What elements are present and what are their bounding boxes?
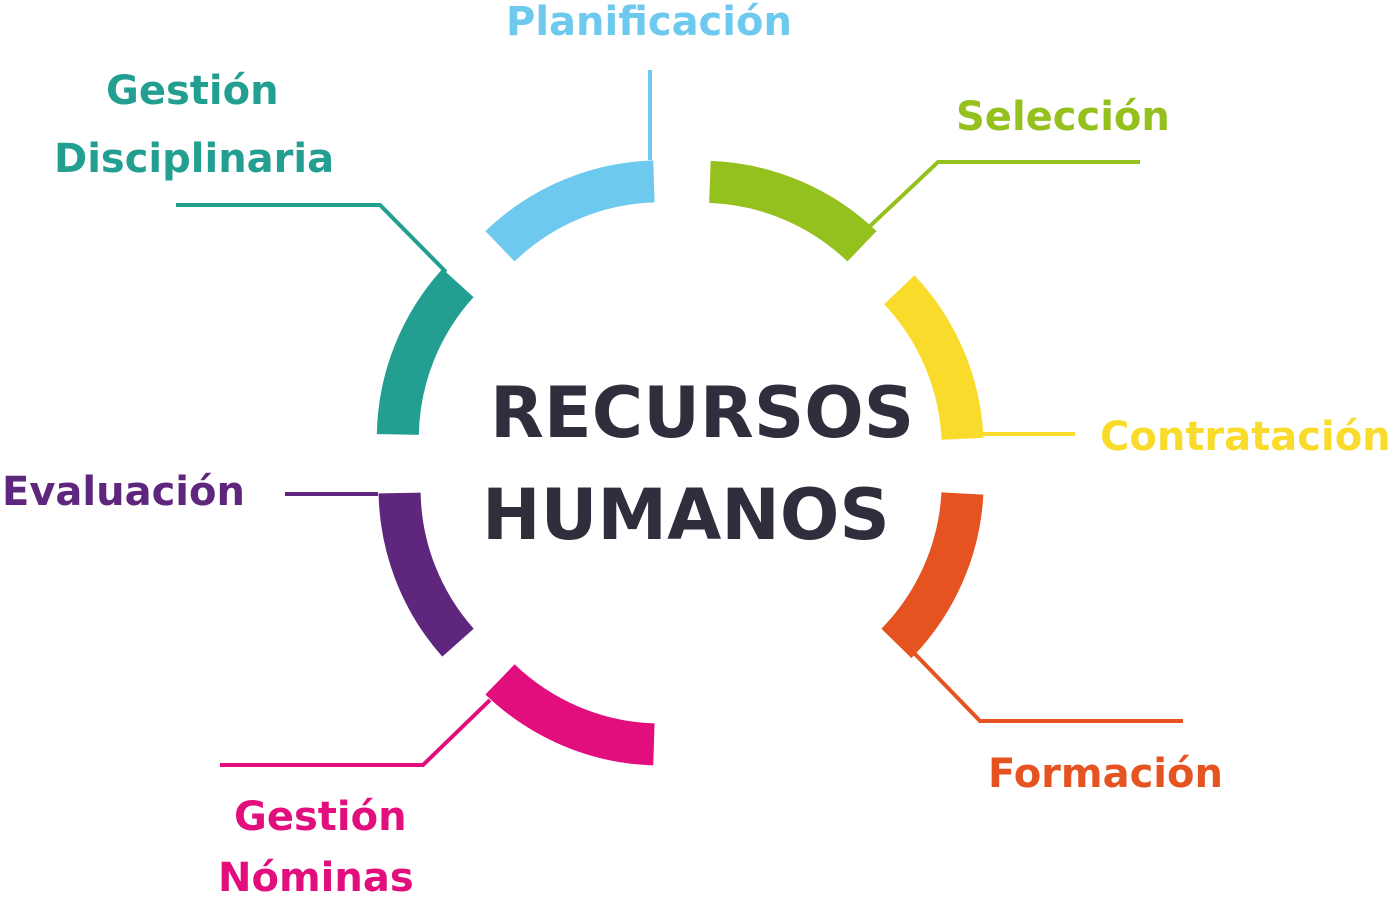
connector-gestion-disciplinaria <box>176 203 448 274</box>
label-gestion-nominas-line2: Nóminas <box>218 855 414 901</box>
label-gestion-nominas-line1: Gestión <box>234 794 407 840</box>
arc-formacion <box>881 491 984 659</box>
label-planificacion: Planificación <box>506 0 792 45</box>
arc-evaluacion <box>378 492 474 657</box>
label-contratacion: Contratación <box>1100 414 1391 460</box>
arc-planificacion <box>485 160 655 262</box>
arc-contratacion <box>883 275 984 441</box>
label-gestion-disciplinaria-line1: Gestión <box>106 68 279 114</box>
label-formacion: Formación <box>988 751 1223 797</box>
arc-seleccion <box>708 160 877 262</box>
connector-seleccion <box>866 160 1140 230</box>
label-seleccion: Selección <box>956 94 1170 140</box>
connector-gestion-nominas <box>220 698 492 767</box>
center-title-line1: RECURSOS <box>490 372 915 454</box>
connector-formacion <box>913 652 1183 723</box>
arc-gestion-nominas <box>485 664 655 766</box>
label-evaluacion: Evaluación <box>2 469 245 515</box>
label-gestion-disciplinaria-line2: Disciplinaria <box>54 136 335 182</box>
center-title-line2: HUMANOS <box>482 474 890 556</box>
arc-gestion-disciplinaria <box>376 268 474 436</box>
